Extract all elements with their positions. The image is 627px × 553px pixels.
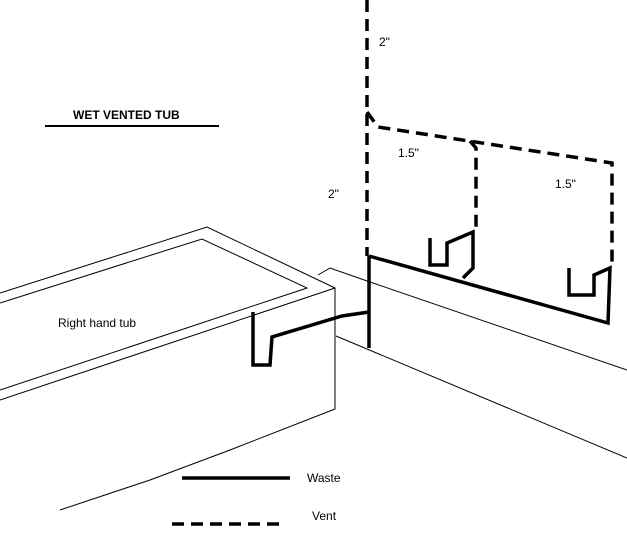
- title-group: WET VENTED TUB: [45, 108, 219, 127]
- vent-piping: [365, 0, 614, 268]
- wall-base-line: [369, 281, 627, 371]
- tub-front-edge: [0, 287, 336, 401]
- waste-branch-right: [368, 254, 612, 326]
- waste-piping: [251, 229, 612, 367]
- wall-floor: [317, 267, 627, 459]
- wall-top-ledge: [317, 267, 371, 283]
- tub-inner-rim: [0, 238, 309, 391]
- tub-drain-arm: [251, 310, 370, 367]
- legend: Waste Vent: [172, 471, 341, 526]
- vent-branch-left: [468, 139, 478, 232]
- tub-outer-rim: [0, 226, 336, 511]
- size-label-main-lower: 2": [328, 187, 339, 201]
- floor-line: [335, 335, 627, 459]
- waste-trap-left: [428, 229, 475, 280]
- pipe-size-labels: 2" 2" 1.5" 1.5": [328, 35, 576, 201]
- legend-waste-label: Waste: [307, 471, 341, 485]
- size-label-main-upper: 2": [379, 35, 390, 49]
- legend-vent-label: Vent: [312, 509, 337, 523]
- bathtub: Right hand tub: [0, 226, 336, 511]
- size-label-branch-left: 1.5": [398, 146, 419, 160]
- tub-label: Right hand tub: [58, 316, 136, 330]
- size-label-branch-right: 1.5": [555, 177, 576, 191]
- diagram-title: WET VENTED TUB: [73, 108, 180, 122]
- vent-branch-right: [365, 110, 614, 268]
